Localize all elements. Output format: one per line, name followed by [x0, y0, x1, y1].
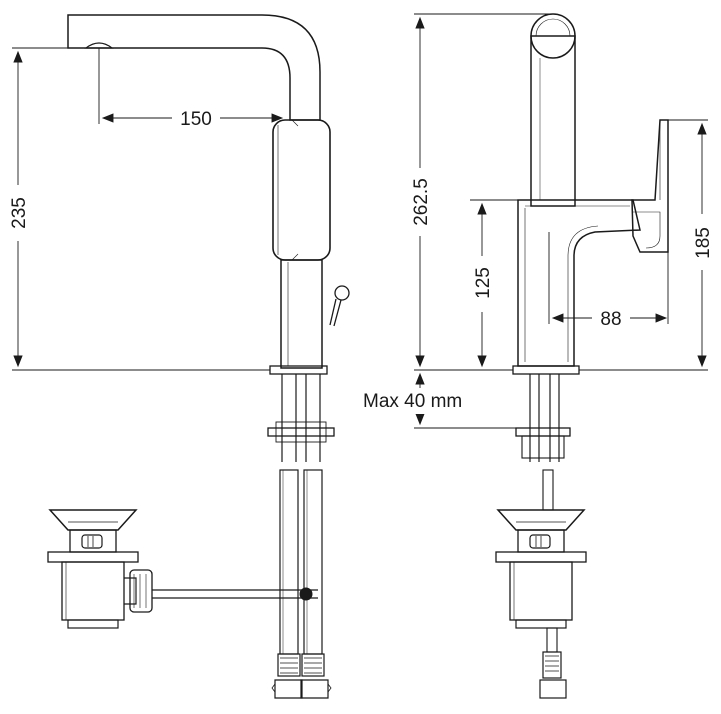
dimension-lines	[12, 13, 708, 429]
dim-spout-reach: 150	[180, 109, 212, 130]
dim-max-deck: Max 40 mm	[363, 391, 462, 412]
dimension-labels: 150 235 262.5 125 185 88 Max 40 mm	[4, 106, 715, 414]
dim-lever-reach: 88	[600, 309, 621, 330]
waste-rod-left	[152, 587, 318, 601]
dim-height-total: 262.5	[411, 178, 432, 226]
dim-height-left: 235	[9, 197, 30, 229]
dim-lever-top: 185	[693, 227, 714, 259]
faucet-front-view	[512, 13, 669, 511]
dim-lever-height: 125	[473, 267, 494, 299]
faucet-side-view	[67, 14, 350, 699]
pop-up-waste-left	[47, 509, 153, 629]
pop-up-waste-right	[495, 509, 587, 699]
